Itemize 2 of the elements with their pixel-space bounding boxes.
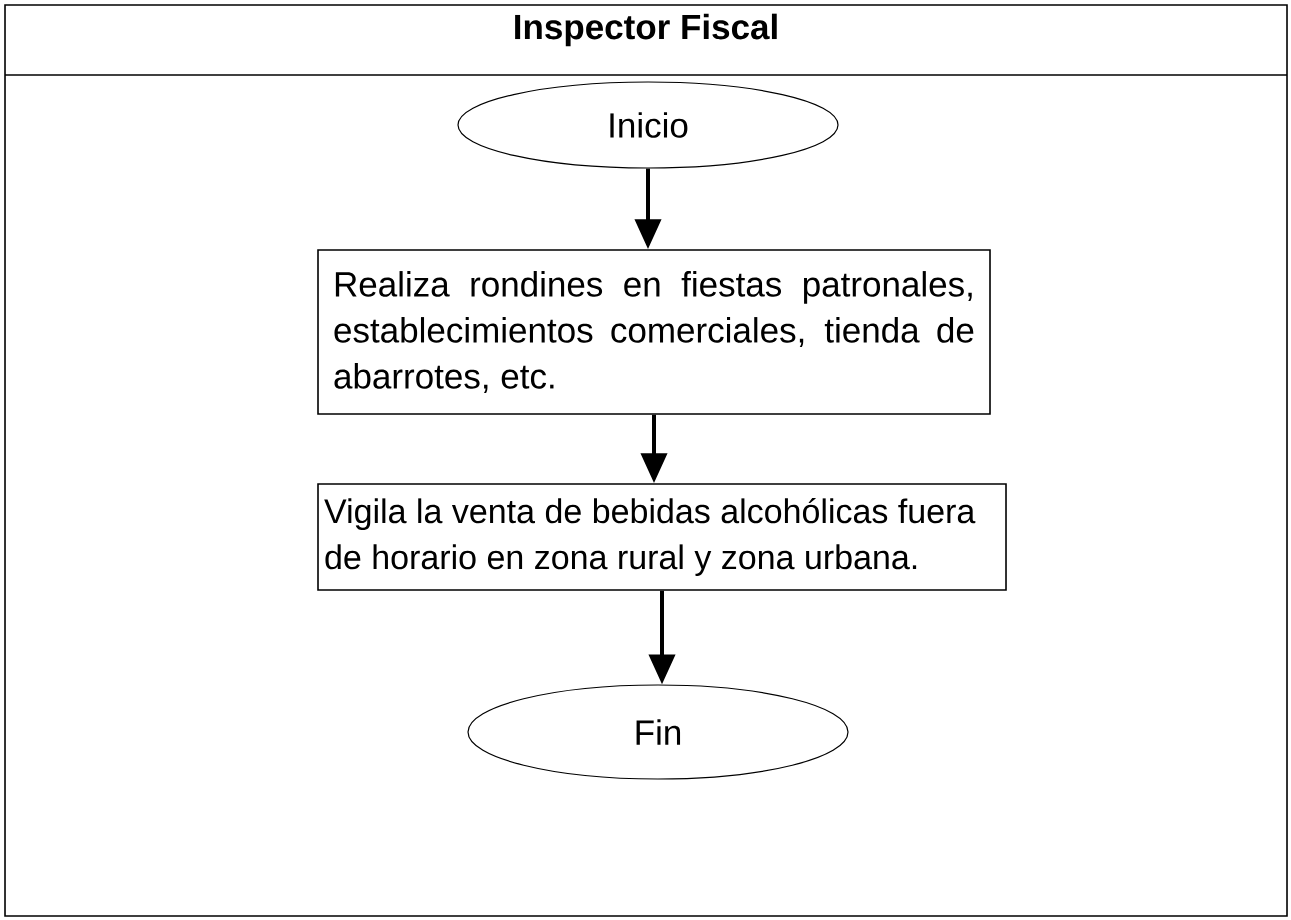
process-box: Realiza rondines en fiestas patronales, establecimientos comerciales, tienda de abarrotes, etc.: [317, 249, 991, 415]
process-box: Vigila la venta de bebidas alcohólicas fuera de horario en zona rural y zona urbana.: [317, 483, 1007, 591]
